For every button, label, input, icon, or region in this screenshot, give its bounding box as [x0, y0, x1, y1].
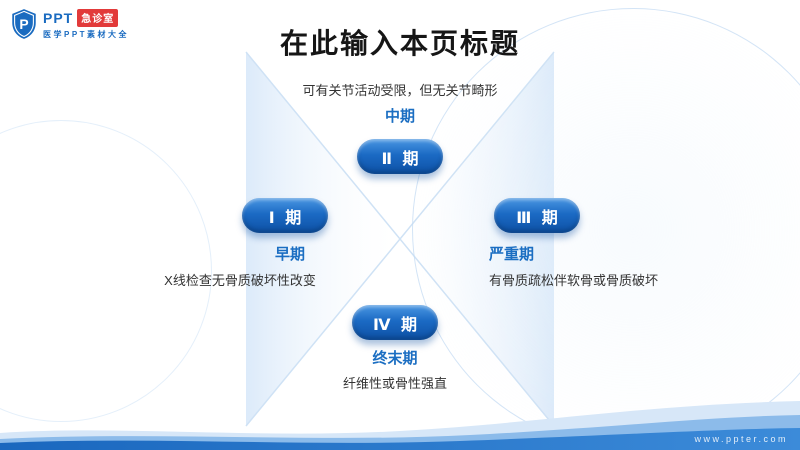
stage-top-desc: 可有关节活动受限，但无关节畸形 [302, 83, 498, 98]
page-title: 在此输入本页标题 [279, 28, 520, 59]
stage-top-label: 中期 [384, 108, 415, 125]
logo: P PPT 急诊室 医学PPT素材大全 [10, 8, 129, 40]
watermark: www.ppter.com [694, 434, 788, 444]
stage-bottom-pill: Ⅳ 期 [352, 305, 438, 340]
logo-letter: P [19, 16, 28, 32]
stage-right-desc: 有骨质疏松伴软骨或骨质破坏 [489, 273, 659, 288]
background-circle-decoration [412, 8, 800, 450]
stage-bottom-label: 终末期 [372, 350, 418, 367]
stage-left-label: 早期 [274, 246, 305, 263]
brand-badge: 急诊室 [77, 9, 119, 27]
stage-top-pill: Ⅱ 期 [357, 139, 443, 174]
stage-left-pill: Ⅰ 期 [242, 198, 328, 233]
stage-right-label: 严重期 [489, 246, 535, 263]
brand-text: PPT [43, 10, 74, 26]
stage-right-pill: Ⅲ 期 [494, 198, 580, 233]
footer-wave-decoration [0, 401, 800, 450]
logo-text: PPT 急诊室 医学PPT素材大全 [43, 8, 129, 40]
logo-subtitle: 医学PPT素材大全 [43, 30, 130, 39]
logo-shield-icon: P [12, 9, 36, 39]
stage-bottom-desc: 纤维性或骨性强直 [342, 376, 447, 391]
stage-left-desc: X线检查无骨质破坏性改变 [164, 273, 316, 288]
